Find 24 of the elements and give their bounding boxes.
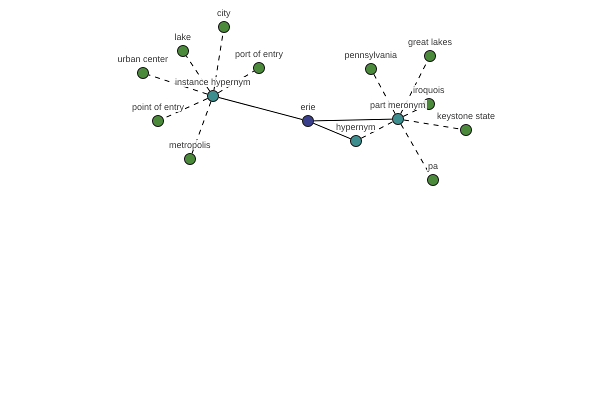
dashed-connector xyxy=(192,101,212,154)
node-label: great lakes xyxy=(407,37,454,47)
connector-line xyxy=(314,118,392,122)
dashed-connector xyxy=(403,119,461,130)
node-label: erie xyxy=(300,102,317,112)
dashed-connector xyxy=(148,74,208,95)
node-label: city xyxy=(216,8,232,18)
node-label: urban center xyxy=(116,54,170,64)
dashed-connector xyxy=(360,121,394,139)
node-label: hypernym xyxy=(335,122,377,132)
node-label: instance hypernym xyxy=(174,77,252,87)
connector-line xyxy=(218,97,303,120)
node-label: pa xyxy=(427,161,440,171)
node-label: point of entry xyxy=(131,102,186,112)
node-label: part meronym xyxy=(369,100,427,110)
node-label: pennsylvania xyxy=(344,50,398,60)
node-label: metropolis xyxy=(168,140,212,150)
node-label: iroquois xyxy=(412,85,446,95)
connector-line xyxy=(313,122,351,140)
dashed-connector xyxy=(373,74,396,114)
node-label: port of entry xyxy=(234,49,284,59)
node-label: lake xyxy=(174,32,192,42)
node-label: keystone state xyxy=(436,111,496,121)
dashed-connector xyxy=(186,56,210,92)
